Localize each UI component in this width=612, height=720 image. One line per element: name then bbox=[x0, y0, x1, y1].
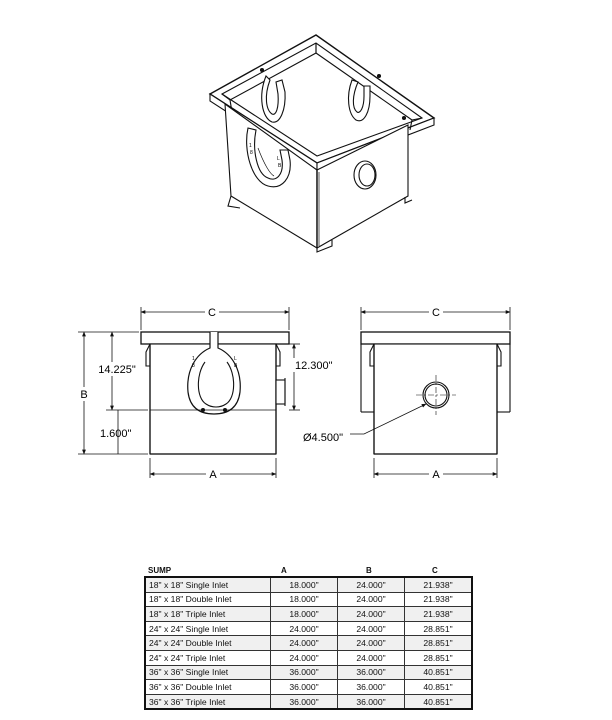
header-a: A bbox=[281, 566, 287, 575]
cell-b: 24.000" bbox=[337, 591, 405, 608]
cell-a: 24.000" bbox=[270, 635, 338, 651]
cell-b: 24.000" bbox=[337, 649, 405, 666]
front-dim-14225: 14.225" bbox=[98, 364, 136, 376]
table-row: 36" x 36" Double Inlet 36.000" 36.000" 4… bbox=[144, 679, 473, 695]
cell-a: 24.000" bbox=[270, 620, 338, 637]
table-row: 24" x 24" Double Inlet 24.000" 24.000" 2… bbox=[144, 635, 473, 651]
cell-a: 36.000" bbox=[270, 679, 338, 695]
table-row: 18" x 18" Single Inlet 18.000" 24.000" 2… bbox=[144, 576, 473, 593]
cell-b: 24.000" bbox=[337, 620, 405, 637]
front-bracket-mark: 8 bbox=[192, 363, 195, 369]
cell-b: 24.000" bbox=[337, 576, 405, 593]
table-row: 36" x 36" Single Inlet 36.000" 36.000" 4… bbox=[144, 664, 473, 681]
cell-a: 36.000" bbox=[270, 693, 338, 710]
cell-sump: 18" x 18" Single Inlet bbox=[144, 576, 271, 593]
iso-rear-bracket-right bbox=[347, 79, 371, 122]
side-body bbox=[373, 343, 498, 455]
table-header: SUMP A B C bbox=[146, 566, 468, 578]
header-sump: SUMP bbox=[148, 566, 172, 575]
side-dim-diameter: Ø4.500" bbox=[303, 432, 343, 444]
cell-sump: 18" x 18" Double Inlet bbox=[144, 591, 271, 608]
cell-sump: 24" x 24" Double Inlet bbox=[144, 635, 271, 651]
front-dim-b: B bbox=[80, 389, 87, 401]
cell-a: 24.000" bbox=[270, 649, 338, 666]
cell-b: 36.000" bbox=[337, 679, 405, 695]
table-row: 24" x 24" Triple Inlet 24.000" 24.000" 2… bbox=[144, 649, 473, 666]
side-dim-c: C bbox=[432, 307, 440, 319]
front-view bbox=[140, 331, 290, 455]
cell-c: 28.851" bbox=[404, 635, 473, 651]
table-row: 18" x 18" Double Inlet 18.000" 24.000" 2… bbox=[144, 591, 473, 608]
cell-c: 28.851" bbox=[404, 649, 473, 666]
cell-a: 18.000" bbox=[270, 606, 338, 622]
cell-c: 40.851" bbox=[404, 664, 473, 681]
cell-c: 21.938" bbox=[404, 576, 473, 593]
front-dim-12300: 12.300" bbox=[295, 360, 333, 372]
cell-sump: 24" x 24" Triple Inlet bbox=[144, 649, 271, 666]
iso-bracket-mark: B bbox=[278, 163, 282, 169]
table-row: 24" x 24" Single Inlet 24.000" 24.000" 2… bbox=[144, 620, 473, 637]
cell-sump: 36" x 36" Double Inlet bbox=[144, 679, 271, 695]
cell-sump: 18" x 18" Triple Inlet bbox=[144, 606, 271, 622]
front-dim-a: A bbox=[209, 469, 217, 481]
header-c: C bbox=[432, 566, 438, 575]
front-pipe-stub bbox=[275, 379, 286, 405]
sump-dimension-table: 18" x 18" Single Inlet 18.000" 24.000" 2… bbox=[144, 576, 473, 711]
cell-b: 24.000" bbox=[337, 606, 405, 622]
cell-b: 36.000" bbox=[337, 664, 405, 681]
cell-a: 18.000" bbox=[270, 576, 338, 593]
cell-sump: 36" x 36" Single Inlet bbox=[144, 664, 271, 681]
cell-a: 18.000" bbox=[270, 591, 338, 608]
isometric-view bbox=[208, 34, 436, 253]
sump-drawing: 1 8 L B 1 8 L B bbox=[78, 34, 511, 481]
cell-sump: 36" x 36" Triple Inlet bbox=[144, 693, 271, 710]
table-row: 18" x 18" Triple Inlet 18.000" 24.000" 2… bbox=[144, 606, 473, 622]
front-bracket-mark: L bbox=[234, 356, 237, 362]
side-flange bbox=[360, 331, 511, 345]
cell-b: 36.000" bbox=[337, 693, 405, 710]
side-view bbox=[360, 331, 511, 455]
front-bracket-mark: B bbox=[234, 363, 238, 369]
table-row: 36" x 36" Triple Inlet 36.000" 36.000" 4… bbox=[144, 693, 473, 710]
front-bracket-mark: 1 bbox=[192, 356, 195, 362]
iso-bracket-mark: 8 bbox=[250, 150, 253, 156]
iso-bracket-mark: 1 bbox=[249, 143, 252, 149]
iso-front-bracket bbox=[246, 127, 291, 188]
cell-b: 24.000" bbox=[337, 635, 405, 651]
side-dim-a: A bbox=[432, 469, 440, 481]
front-dim-c: C bbox=[208, 307, 216, 319]
header-b: B bbox=[366, 566, 372, 575]
iso-rear-bracket-left bbox=[261, 75, 286, 123]
iso-bracket-mark: L bbox=[277, 156, 280, 162]
front-u-bracket bbox=[187, 332, 241, 415]
cell-c: 40.851" bbox=[404, 693, 473, 710]
cell-c: 40.851" bbox=[404, 679, 473, 695]
cell-c: 21.938" bbox=[404, 606, 473, 622]
cell-c: 28.851" bbox=[404, 620, 473, 637]
front-dim-1600: 1.600" bbox=[100, 428, 132, 440]
cell-c: 21.938" bbox=[404, 591, 473, 608]
cell-a: 36.000" bbox=[270, 664, 338, 681]
cell-sump: 24" x 24" Single Inlet bbox=[144, 620, 271, 637]
